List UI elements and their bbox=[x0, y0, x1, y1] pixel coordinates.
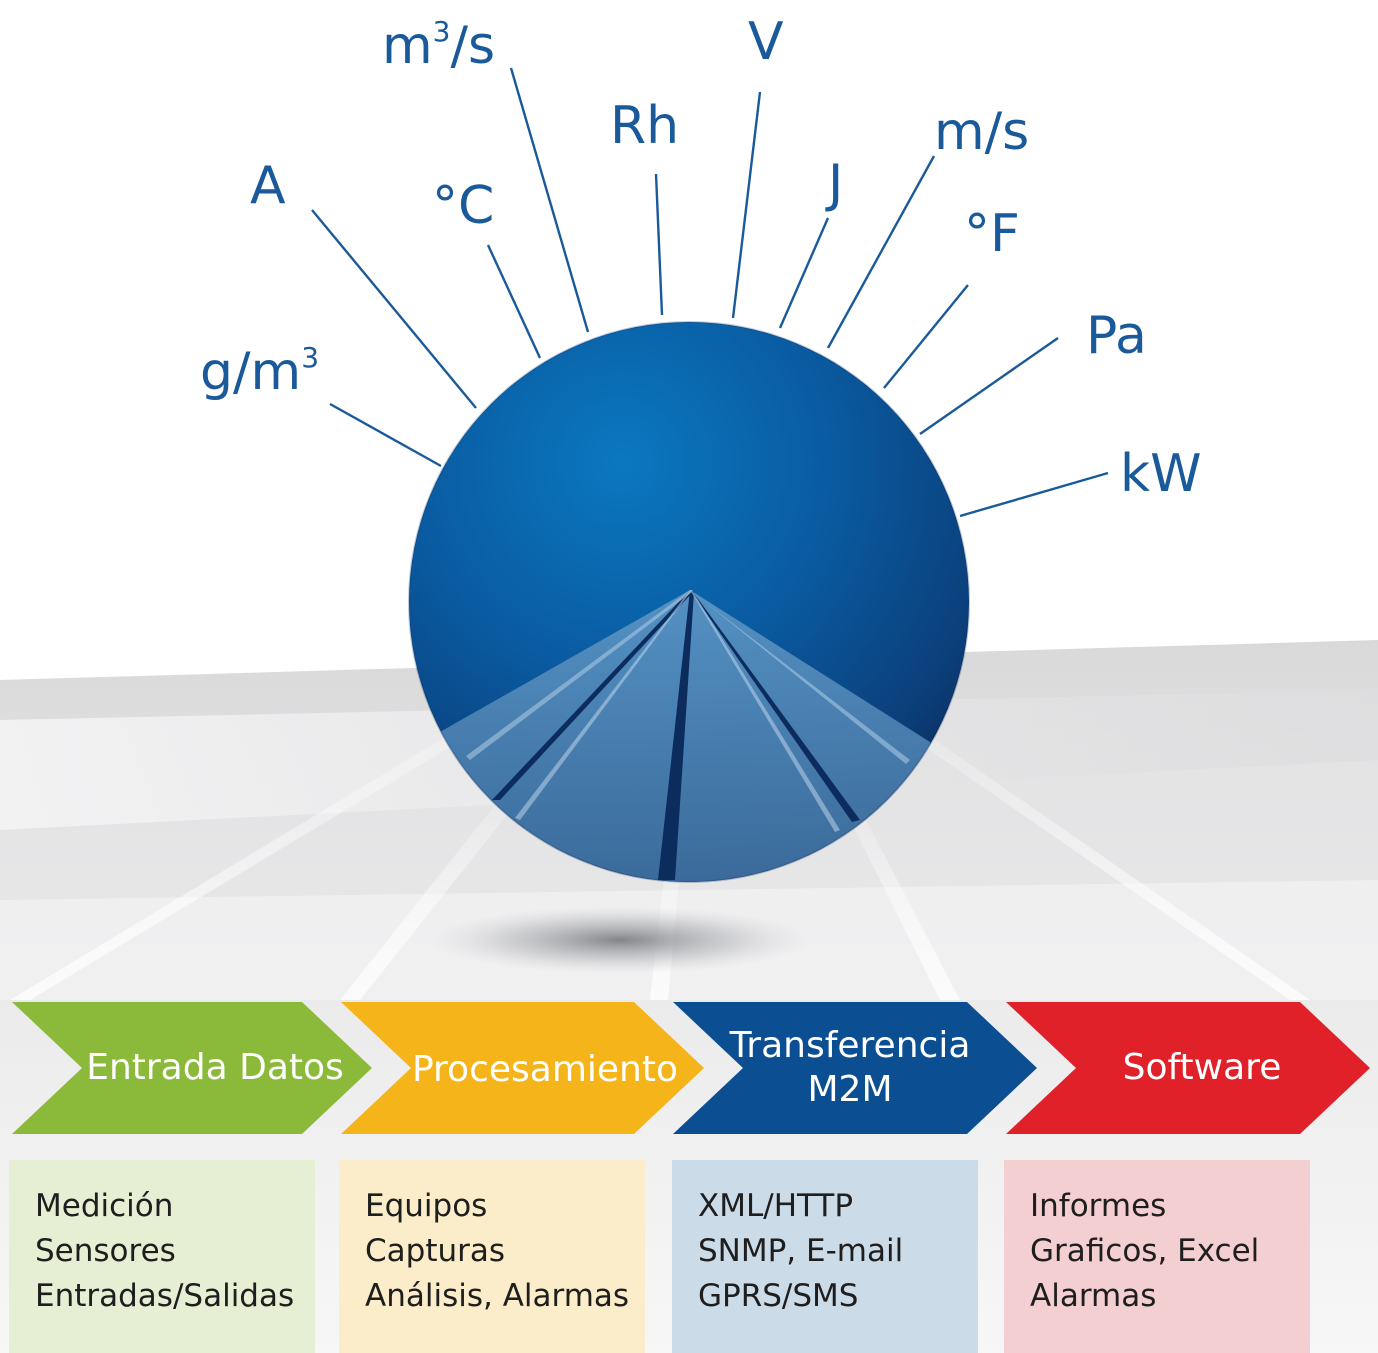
unit-label-celsius: °C bbox=[432, 180, 494, 232]
detail-box-software: Informes Graficos, Excel Alarmas bbox=[1004, 1160, 1310, 1353]
connector-line bbox=[329, 402, 442, 468]
detail-line: Sensores bbox=[35, 1233, 176, 1269]
detail-line: Capturas bbox=[365, 1233, 506, 1269]
detail-line: Equipos bbox=[365, 1188, 488, 1224]
connector-line bbox=[509, 67, 590, 333]
unit-text: Pa bbox=[1086, 306, 1147, 366]
detail-line: Informes bbox=[1030, 1188, 1167, 1224]
sphere-shadow bbox=[430, 906, 810, 974]
unit-label-joule: J bbox=[828, 158, 843, 210]
detail-line: Entradas/Salidas bbox=[35, 1278, 295, 1314]
connector-line bbox=[919, 337, 1059, 435]
unit-text: m bbox=[382, 16, 433, 76]
detail-line: SNMP, E-mail bbox=[698, 1233, 904, 1269]
step-title: Procesamiento bbox=[411, 1049, 679, 1090]
unit-label-kilowatt: kW bbox=[1120, 448, 1202, 500]
detail-box-entrada: Medición Sensores Entradas/Salidas bbox=[9, 1160, 315, 1353]
unit-text: g/m bbox=[200, 342, 302, 402]
unit-text: A bbox=[250, 156, 286, 216]
step-label-software: Software bbox=[1076, 1046, 1328, 1090]
step-subtitle: M2M bbox=[807, 1069, 893, 1110]
unit-label-speed: m/s bbox=[934, 106, 1029, 158]
step-title: Software bbox=[1122, 1047, 1282, 1088]
globe-sphere bbox=[408, 321, 970, 883]
detail-line: Graficos, Excel bbox=[1030, 1233, 1260, 1269]
unit-label-ampere: A bbox=[250, 160, 286, 212]
step-title: Entrada Datos bbox=[86, 1047, 344, 1088]
connector-line bbox=[778, 217, 830, 329]
detail-line: XML/HTTP bbox=[698, 1188, 854, 1224]
step-label-entrada: Entrada Datos bbox=[82, 1046, 348, 1090]
detail-line: Medición bbox=[35, 1188, 174, 1224]
unit-label-humidity: Rh bbox=[610, 100, 679, 152]
step-chevron-software bbox=[1006, 1002, 1370, 1134]
unit-connector-lines bbox=[311, 67, 1109, 518]
unit-label-fahrenheit: °F bbox=[964, 208, 1020, 260]
unit-text: °F bbox=[964, 204, 1020, 264]
unit-label-pascal: Pa bbox=[1086, 310, 1147, 362]
unit-label-density: g/m3 bbox=[200, 344, 319, 399]
connector-line bbox=[826, 155, 936, 349]
unit-label-volt: V bbox=[748, 16, 784, 68]
unit-text: J bbox=[828, 154, 844, 214]
unit-superscript: 3 bbox=[301, 341, 320, 374]
detail-box-procesamiento: Equipos Capturas Análisis, Alarmas bbox=[339, 1160, 645, 1353]
step-label-transferencia: Transferencia M2M bbox=[722, 1024, 978, 1112]
unit-superscript: 3 bbox=[432, 15, 451, 48]
unit-tail: /s bbox=[450, 16, 496, 76]
unit-text: m/s bbox=[934, 102, 1030, 162]
unit-text: °C bbox=[432, 176, 495, 236]
step-chevrons bbox=[12, 1002, 1370, 1134]
detail-line: Alarmas bbox=[1030, 1278, 1157, 1314]
connector-line bbox=[883, 284, 969, 389]
unit-text: kW bbox=[1120, 444, 1202, 504]
unit-text: Rh bbox=[610, 96, 680, 156]
detail-box-transferencia: XML/HTTP SNMP, E-mail GPRS/SMS bbox=[672, 1160, 978, 1353]
connector-line bbox=[731, 91, 762, 319]
unit-text: V bbox=[748, 12, 784, 72]
step-title: Transferencia bbox=[729, 1025, 971, 1066]
detail-line: GPRS/SMS bbox=[698, 1278, 859, 1314]
connector-line bbox=[654, 173, 664, 316]
unit-label-flow: m3/s bbox=[382, 18, 495, 73]
light-beams bbox=[10, 735, 1310, 1000]
detail-line: Análisis, Alarmas bbox=[365, 1278, 630, 1314]
connector-line bbox=[486, 244, 542, 359]
connector-line bbox=[959, 471, 1109, 518]
step-chevron-entrada bbox=[12, 1002, 372, 1134]
step-chevron-transferencia bbox=[673, 1002, 1037, 1134]
step-chevron-procesamiento bbox=[341, 1002, 704, 1134]
step-label-procesamiento: Procesamiento bbox=[400, 1048, 690, 1092]
connector-line bbox=[311, 209, 477, 409]
